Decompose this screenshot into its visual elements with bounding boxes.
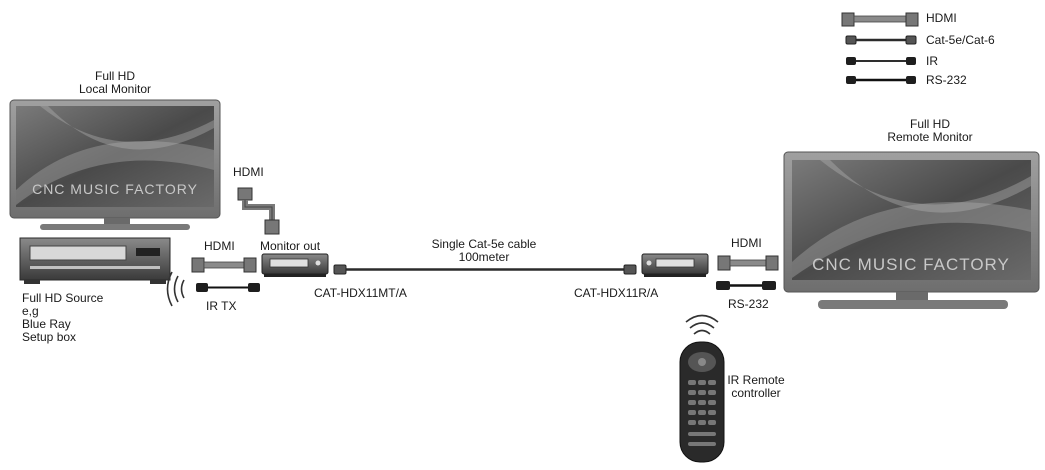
remote-monitor-caption-line1: Full HD: [909, 117, 950, 131]
rs232-cable: [716, 281, 776, 290]
receiver-device: [641, 253, 709, 277]
remote-monitor-caption-line2: Remote Monitor: [887, 130, 973, 144]
hdmi-top-label: HDMI: [233, 165, 264, 179]
ir-remote-label-line2: controller: [731, 386, 781, 400]
local-monitor-caption-line2: Local Monitor: [78, 82, 152, 96]
legend-swatch-ir: [846, 57, 916, 65]
hdmi-left-label: HDMI: [204, 239, 235, 253]
source-caption-line1: Full HD Source: [22, 291, 104, 305]
local-monitor-caption-line1: Full HD: [94, 69, 135, 83]
source-caption: Full HD Source e,g Blue Ray Setup box: [22, 292, 103, 344]
legend-label-cat: Cat-5e/Cat-6: [926, 33, 995, 47]
legend-label-rs232: RS-232: [926, 73, 967, 87]
cable-label-line1: Single Cat-5e cable: [431, 237, 537, 251]
ir-signal-arcs-source: [166, 271, 185, 307]
remote-screen-watermark: CNC MUSIC FACTORY: [812, 255, 1010, 274]
hdmi-cable-monitor-out: [237, 187, 280, 235]
ir-signal-arcs-remote: [685, 314, 719, 335]
legend-label-ir: IR: [926, 54, 938, 68]
remote-monitor: [783, 151, 1040, 309]
local-screen-watermark: CNC MUSIC FACTORY: [32, 181, 198, 197]
ir-remote-label: IR Remote controller: [716, 374, 796, 400]
legend-swatch-rs232: [846, 76, 916, 84]
source-device: [19, 237, 171, 284]
local-monitor-caption: Full HD Local Monitor: [60, 70, 170, 96]
local-monitor: [9, 99, 221, 230]
cable-label: Single Cat-5e cable 100meter: [414, 238, 554, 264]
remote-monitor-caption: Full HD Remote Monitor: [870, 118, 990, 144]
transmitter-device: [261, 253, 329, 277]
cable-label-line2: 100meter: [458, 250, 510, 264]
rs232-label: RS-232: [728, 297, 769, 311]
hdmi-right-label: HDMI: [731, 236, 762, 250]
cat5e-cable: [333, 264, 637, 275]
source-caption-line3: Blue Ray: [22, 317, 71, 331]
transmitter-label: CAT-HDX11MT/A: [314, 286, 407, 300]
legend-label-hdmi: HDMI: [926, 11, 957, 25]
monitor-out-label: Monitor out: [260, 239, 321, 253]
ir-remote-controller: [679, 341, 725, 463]
ir-tx-label: IR TX: [206, 299, 237, 313]
source-caption-line2: e,g: [22, 304, 39, 318]
hdmi-cable-left: [191, 257, 257, 273]
source-caption-line4: Setup box: [22, 330, 77, 344]
ir-remote-label-line1: IR Remote: [727, 373, 785, 387]
legend-swatch-hdmi: [841, 12, 919, 27]
ir-tx-cable: [196, 283, 260, 292]
receiver-label: CAT-HDX11R/A: [574, 286, 659, 300]
hdmi-cable-right: [717, 255, 779, 271]
legend-swatch-cat: [845, 35, 917, 45]
